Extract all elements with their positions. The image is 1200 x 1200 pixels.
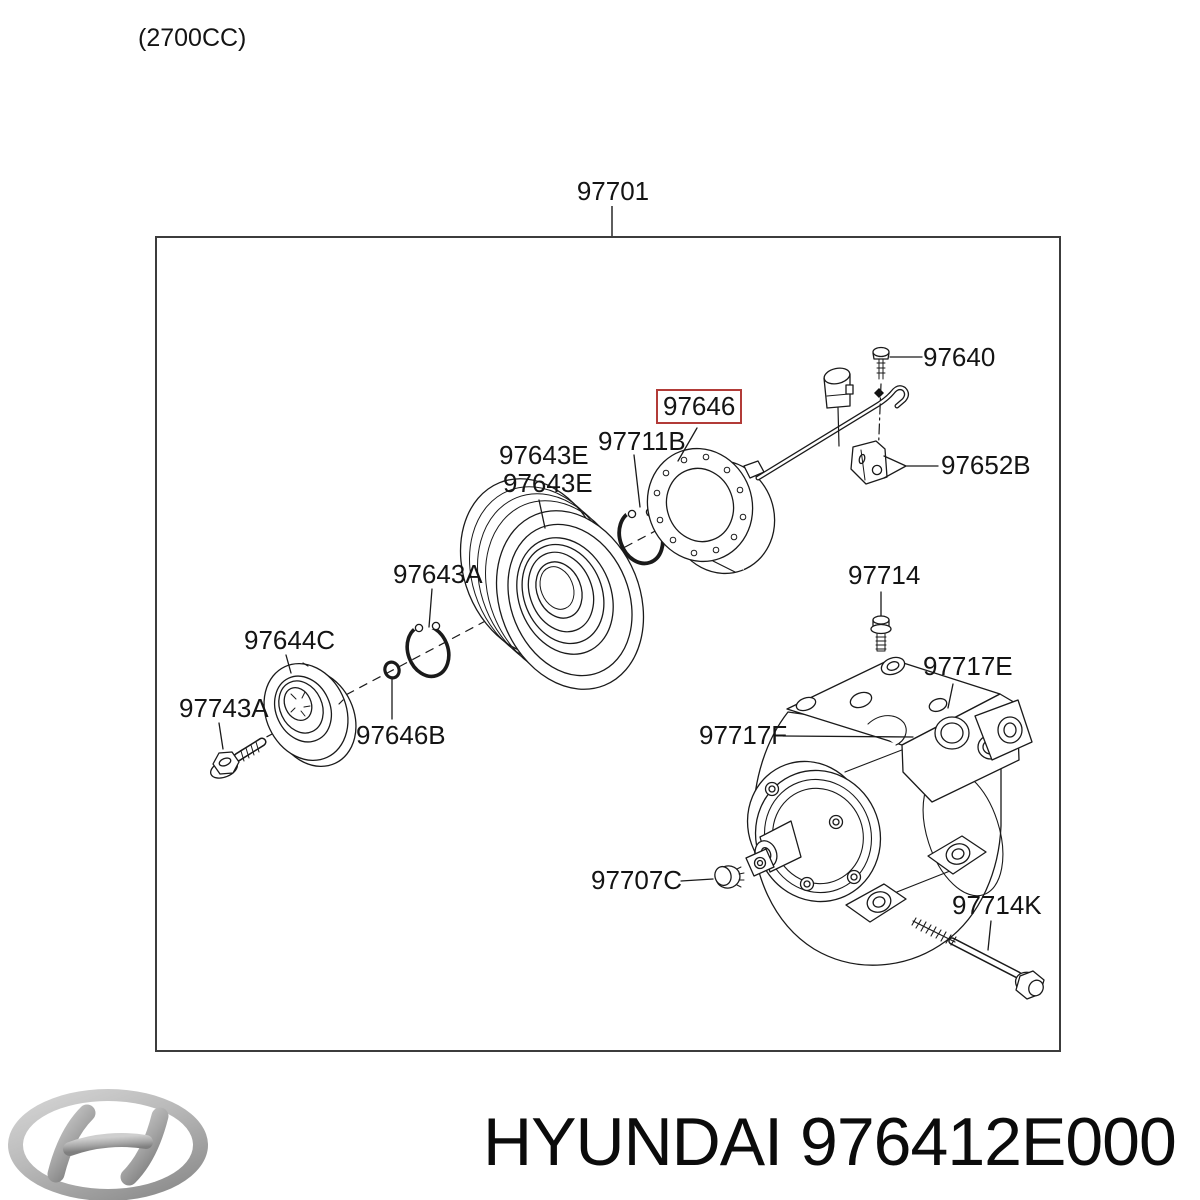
assembly-number-label: 97701	[576, 176, 650, 206]
connector-drawing	[823, 367, 854, 447]
part-label-97643e-2: 97643E	[503, 468, 593, 498]
part-label-97644c: 97644C	[244, 625, 336, 655]
part-label-97643e-1: 97643E	[499, 440, 589, 470]
part-label-97717f: 97717F	[699, 720, 788, 750]
bolt-97714-drawing	[870, 615, 892, 652]
bolt-97714k-drawing	[911, 917, 1045, 1000]
part-label-97743a: 97743A	[179, 693, 269, 723]
part-label-97717e: 97717E	[923, 651, 1013, 681]
part-label-97640: 97640	[923, 342, 996, 372]
part-label-97643a: 97643A	[393, 559, 483, 589]
part-label-97707c: 97707C	[591, 865, 683, 895]
wire-harness-drawing	[755, 385, 909, 481]
axis-centerline	[239, 501, 711, 752]
brand-name: HYUNDAI	[483, 1104, 783, 1180]
bolt-97743a-drawing	[210, 737, 267, 779]
part-label-97646b: 97646B	[356, 720, 446, 750]
pulley-97643e-drawing	[459, 478, 645, 690]
highlighted-part-box: 97646	[656, 389, 743, 424]
part-label-97646: 97646	[663, 391, 736, 421]
plug-97707c-drawing	[714, 865, 745, 889]
compressor-drawing	[745, 656, 1033, 966]
oring-97646b-drawing	[383, 660, 401, 680]
part-label-97714: 97714	[848, 560, 921, 590]
engine-variant-label: (2700CC)	[138, 24, 247, 52]
coil-97646-drawing	[646, 447, 776, 575]
hyundai-logo	[8, 1089, 208, 1200]
diagram-border	[155, 236, 1061, 1052]
bracket-97652b-drawing	[850, 440, 888, 485]
part-number: 976412E000	[800, 1104, 1177, 1180]
leader-lines	[218, 356, 992, 951]
part-label-97714k: 97714K	[952, 890, 1042, 920]
hub-97644c-drawing	[263, 662, 357, 768]
screw-97640-drawing	[872, 346, 890, 380]
snapring-97643a-drawing	[405, 619, 451, 679]
part-label-97652b: 97652B	[941, 450, 1031, 480]
part-label-97711b: 97711B	[598, 426, 686, 456]
